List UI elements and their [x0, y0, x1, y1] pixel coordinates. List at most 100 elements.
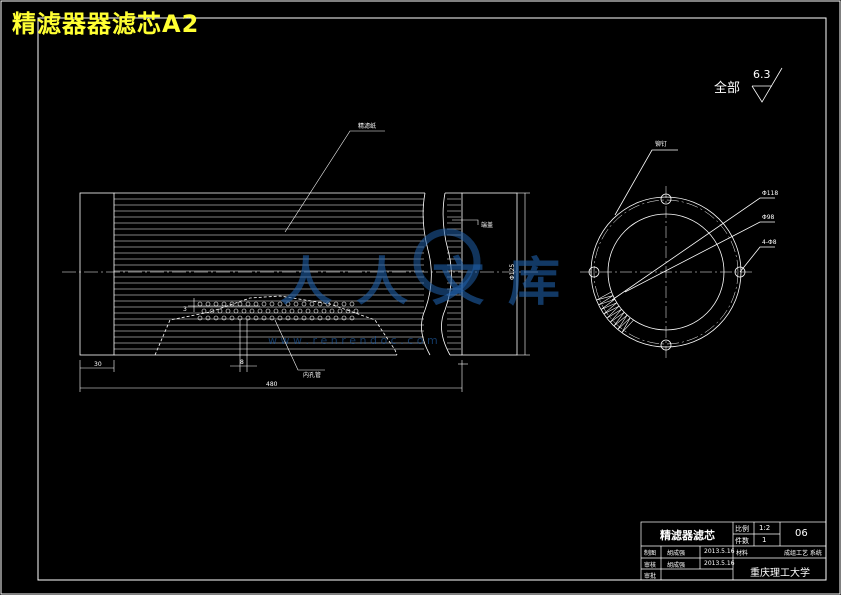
- perforation-hole: [269, 301, 275, 307]
- perforation-hole: [225, 308, 231, 314]
- perforation-hole: [353, 308, 359, 314]
- perforation-hole: [245, 301, 251, 307]
- tb-checker-label: 审核: [644, 562, 657, 569]
- perforation-hole: [337, 308, 343, 314]
- drawing-title: 精滤器器滤芯A2: [12, 10, 200, 38]
- perforation-hole: [301, 315, 307, 321]
- inner-frame: [37, 17, 827, 581]
- tb-designer-date: 2013.5.16: [704, 548, 735, 555]
- dim-end-cap-width: 30: [94, 361, 102, 368]
- perforation-hole: [253, 315, 259, 321]
- filter-pleats: [596, 291, 634, 333]
- perforation-hole: [277, 301, 283, 307]
- tb-qty-label: 件数: [735, 537, 749, 545]
- perforation-hole: [345, 308, 351, 314]
- perforation-hole: [349, 301, 355, 307]
- label-inner-tube: 内孔管: [303, 371, 321, 379]
- perforation-hole: [297, 308, 303, 314]
- pleat: [617, 314, 631, 330]
- perforation-hole: [349, 315, 355, 321]
- pleat: [596, 291, 614, 301]
- bolt-hole-top: [660, 193, 672, 205]
- perforation-hole: [277, 315, 283, 321]
- perforation-hole: [205, 301, 211, 307]
- perforation-hole: [333, 315, 339, 321]
- perforation-hole: [269, 315, 275, 321]
- label-filter-paper: 精滤纸: [358, 122, 376, 130]
- perforation-hole: [293, 315, 299, 321]
- tb-scale-value: 1:2: [759, 524, 771, 532]
- perforation-hole: [253, 301, 259, 307]
- perforation-hole: [281, 308, 287, 314]
- watermark-url: w w w . r e n r e n d o c . c o m: [268, 334, 438, 347]
- tb-part-name: 精滤器滤芯: [660, 529, 715, 542]
- perforation-hole: [317, 315, 323, 321]
- bolt-hole-bottom: [660, 339, 672, 351]
- tb-checker-date: 2013.5.16: [704, 560, 735, 567]
- pleat: [613, 312, 628, 327]
- perforation-hole: [317, 301, 323, 307]
- pleat: [610, 309, 625, 323]
- perforation-hole: [221, 301, 227, 307]
- perforation-hole: [265, 308, 271, 314]
- watermark-text: 人人文库: [280, 253, 584, 313]
- filter-paper-lines: [114, 198, 424, 350]
- pleat: [603, 302, 620, 315]
- label-bolt-holes: 4-Φ8: [762, 239, 777, 246]
- perforation-hole: [309, 301, 315, 307]
- perforation-hole: [245, 315, 251, 321]
- perforation-hole: [201, 308, 207, 314]
- bolt-hole-left: [588, 266, 600, 278]
- tb-checker: 胡成强: [667, 562, 686, 569]
- perforation-hole: [233, 308, 239, 314]
- perforation-hole: [197, 301, 203, 307]
- perforation-hole: [257, 308, 263, 314]
- tb-designer-label: 制图: [644, 550, 657, 557]
- inner-tube-perforations: [197, 301, 359, 321]
- label-rivet: 铆钉: [655, 140, 667, 148]
- label-hole-dia: Φ118: [762, 190, 778, 197]
- perforation-hole: [261, 315, 267, 321]
- perforation-hole: [309, 315, 315, 321]
- pleat: [598, 295, 615, 306]
- tb-approver-label: 审批: [644, 573, 657, 580]
- label-pcd: Φ98: [762, 214, 775, 221]
- perforation-hole: [237, 315, 243, 321]
- watermark: [413, 228, 481, 296]
- filter-end-view: [580, 149, 775, 358]
- perforation-hole: [249, 308, 255, 314]
- tb-material-label: 材料: [736, 550, 749, 557]
- perforation-hole: [321, 308, 327, 314]
- perforation-hole: [325, 301, 331, 307]
- perforation-hole: [293, 301, 299, 307]
- pleat: [606, 305, 622, 319]
- perforation-hole: [341, 315, 347, 321]
- roughness-symbol: [751, 67, 783, 103]
- perforation-hole: [217, 308, 223, 314]
- label-end-cap: 端盖: [481, 221, 493, 229]
- dim-overall-length: 480: [266, 381, 278, 388]
- dim-hole-height: 3: [183, 306, 187, 313]
- perforation-hole: [285, 301, 291, 307]
- perforation-hole: [289, 308, 295, 314]
- pleat: [621, 317, 634, 333]
- roughness-value: 6.3: [753, 68, 771, 81]
- tb-qty-value: 1: [762, 536, 767, 544]
- perforation-hole: [313, 308, 319, 314]
- pitch-circle: [593, 199, 739, 345]
- perforation-hole: [325, 315, 331, 321]
- tb-designer: 胡成强: [667, 550, 686, 557]
- perforation-hole: [213, 315, 219, 321]
- dim-diameter: Φ125: [509, 264, 516, 280]
- title-block: [640, 521, 827, 581]
- tb-school: 重庆理工大学: [750, 568, 810, 579]
- perforation-hole: [301, 301, 307, 307]
- perforation-hole: [285, 315, 291, 321]
- left-end-cap: [79, 192, 115, 356]
- inner-tube-cutaway: [154, 295, 398, 356]
- filter-side-view: [62, 192, 540, 356]
- bolt-hole-right: [734, 266, 746, 278]
- perforation-hole: [229, 315, 235, 321]
